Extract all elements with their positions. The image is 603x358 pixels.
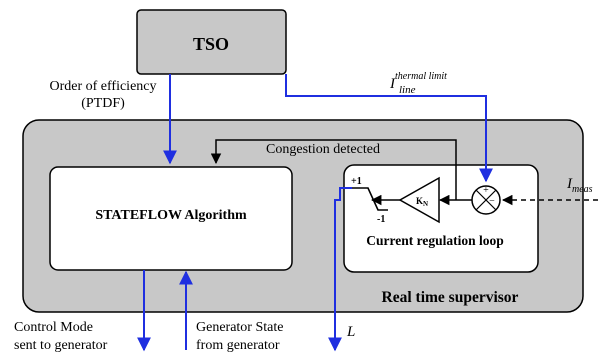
summing-minus: − xyxy=(489,196,495,207)
tso-box xyxy=(136,9,287,75)
tso-label: TSO xyxy=(193,34,229,54)
generator-state-label-line2: from generator xyxy=(196,338,280,353)
regulation-loop-label: Current regulation loop xyxy=(366,233,504,248)
supervisor-label: Real time supervisor xyxy=(382,289,519,306)
summing-plus: + xyxy=(483,185,489,196)
thermal-limit-arrow xyxy=(285,74,493,183)
thermal-limit-sub: line xyxy=(399,84,416,96)
gain-label: KN xyxy=(416,196,428,208)
regulation-loop-box xyxy=(343,164,539,273)
saturation-upper: +1 xyxy=(351,176,362,187)
imeas-label: Imeas xyxy=(566,176,593,195)
saturation-block xyxy=(352,187,388,211)
generator-state-label-line1: Generator State xyxy=(196,320,283,335)
ptdf-label-line2: (PTDF) xyxy=(81,96,125,111)
stateflow-box xyxy=(49,166,293,271)
l-output-arrow xyxy=(328,187,352,352)
control-mode-label-line1: Control Mode xyxy=(14,320,93,335)
l-output-label: L xyxy=(346,324,355,340)
congestion-label: Congestion detected xyxy=(266,142,380,157)
thermal-limit-label: Ithermal limit xyxy=(389,71,447,92)
gain-block xyxy=(398,176,440,224)
saturation-lower: -1 xyxy=(377,214,385,225)
stateflow-label: STATEFLOW Algorithm xyxy=(95,208,247,223)
control-mode-label-line2: sent to generator xyxy=(14,338,108,353)
congestion-feedback-line xyxy=(210,139,457,200)
ptdf-label-line1: Order of efficiency xyxy=(49,79,156,94)
